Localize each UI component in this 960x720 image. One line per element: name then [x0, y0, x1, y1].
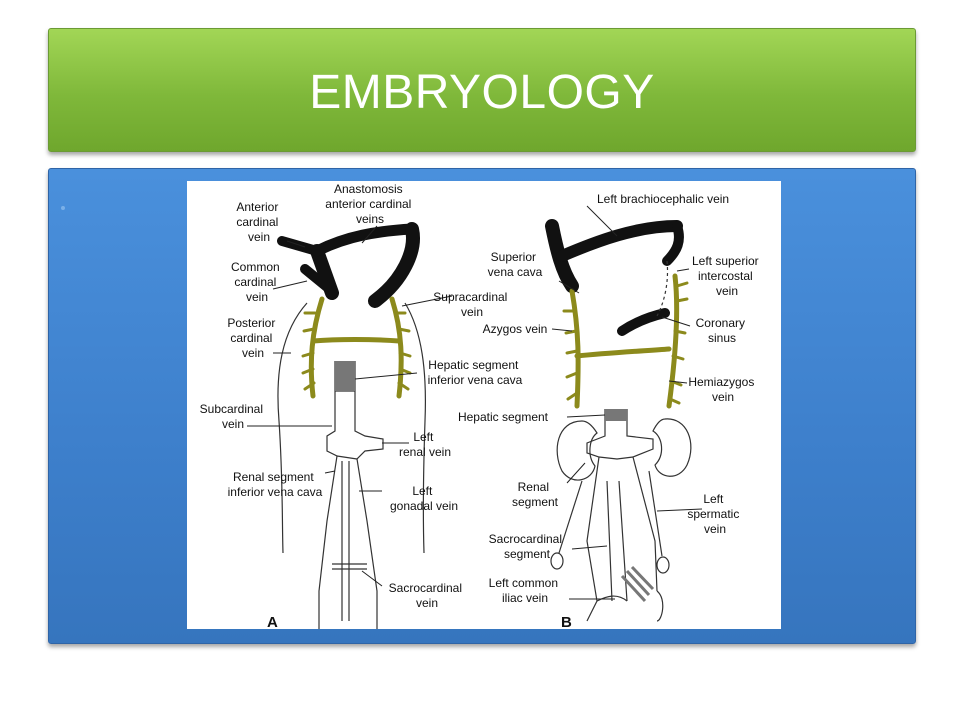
label-left-renal-l2: renal vein: [399, 445, 451, 459]
leader-lines: [247, 205, 703, 600]
label-anastomosis-l2: anterior cardinal: [325, 197, 411, 211]
panel-b-olive-veins: [562, 273, 689, 409]
label-left-spermatic-l1: Left: [703, 492, 724, 506]
label-supracardinal: Supracardinal vein: [433, 290, 510, 319]
label-renal-segment-b-l2: segment: [512, 495, 559, 509]
label-left-brachiocephalic: Left brachiocephalic vein: [597, 192, 729, 206]
label-anastomosis-l1: Anastomosis: [334, 182, 403, 196]
label-sacrocardinal-segment-l1: Sacrocardinal: [489, 532, 562, 546]
label-hemiazygos: Hemiazygos vein: [688, 375, 757, 404]
panel-b-dashed-vein: [656, 260, 669, 317]
iliac-shading: [620, 565, 655, 603]
label-azygos: Azygos vein: [483, 322, 548, 336]
label-hepatic-segment-a: Hepatic segment inferior vena cava: [428, 358, 523, 387]
label-renal-segment-a-l1: Renal segment: [233, 470, 314, 484]
label-lsi-l3: vein: [716, 284, 738, 298]
panel-b-drawing: [550, 409, 692, 622]
label-coronary-sinus-l2: sinus: [708, 331, 736, 345]
label-svc-l2: vena cava: [488, 265, 543, 279]
label-renal-segment-a-l2: inferior vena cava: [228, 485, 323, 499]
label-subcardinal: Subcardinal vein: [200, 402, 267, 431]
label-lsi-l1: Left superior: [692, 254, 759, 268]
label-coronary-sinus: Coronary sinus: [696, 316, 749, 345]
bullet-point: [61, 206, 65, 210]
label-common-cardinal: Common cardinal vein: [231, 260, 283, 304]
label-posterior-cardinal-l1: Posterior: [227, 316, 275, 330]
panel-a-black-veins: [277, 222, 420, 308]
label-left-renal-l1: Left: [413, 430, 434, 444]
label-subcardinal-l2: vein: [222, 417, 244, 431]
slide-title: EMBRYOLOGY: [309, 66, 655, 119]
label-hepatic-segment-b: Hepatic segment: [458, 410, 549, 424]
label-subcardinal-l1: Subcardinal: [200, 402, 263, 416]
label-left-common-iliac: Left common iliac vein: [489, 576, 562, 605]
title-bar: EMBRYOLOGY: [48, 28, 916, 152]
label-common-cardinal-l2: cardinal: [234, 275, 276, 289]
label-sacrocardinal-a: Sacrocardinal vein: [389, 581, 466, 610]
label-hepatic-segment-a-l1: Hepatic segment: [428, 358, 519, 372]
label-superior-vena-cava: Superior vena cava: [488, 250, 543, 279]
label-hepatic-segment-b-l1: Hepatic segment: [458, 410, 549, 424]
label-renal-segment-b-l1: Renal: [518, 480, 549, 494]
label-posterior-cardinal: Posterior cardinal vein: [227, 316, 278, 360]
label-left-common-iliac-l2: iliac vein: [502, 591, 548, 605]
panel-b-letter: B: [561, 614, 572, 629]
label-left-common-iliac-l1: Left common: [489, 576, 558, 590]
panel-a-letter: A: [267, 614, 278, 629]
label-hemiazygos-l2: vein: [712, 390, 734, 404]
label-left-renal: Left renal vein: [399, 430, 451, 459]
label-sacrocardinal-segment: Sacrocardinal segment: [489, 532, 566, 561]
label-anastomosis-l3: veins: [356, 212, 384, 226]
hepatic-segment-shading-a: [335, 361, 355, 391]
label-left-gonadal-l2: gonadal vein: [390, 499, 458, 513]
label-anterior-cardinal-l2: cardinal: [236, 215, 278, 229]
label-left-spermatic-l3: vein: [704, 522, 726, 536]
label-renal-segment-b: Renal segment: [512, 480, 559, 509]
label-hepatic-segment-a-l2: inferior vena cava: [428, 373, 523, 387]
label-supracardinal-l1: Supracardinal: [433, 290, 507, 304]
panel-a-supracardinal-veins: [301, 296, 412, 399]
label-anterior-cardinal: Anterior cardinal vein: [236, 200, 281, 244]
label-common-cardinal-l1: Common: [231, 260, 280, 274]
label-azygos-l1: Azygos vein: [483, 322, 548, 336]
label-svc-l1: Superior: [491, 250, 536, 264]
label-renal-segment-a: Renal segment inferior vena cava: [228, 470, 323, 499]
vein-diagram: Anastomosis anterior cardinal veins Ante…: [200, 182, 762, 629]
label-left-spermatic-l2: spermatic: [687, 507, 739, 521]
embryology-figure: Anastomosis anterior cardinal veins Ante…: [187, 181, 781, 629]
label-sacrocardinal-a-l1: Sacrocardinal: [389, 581, 462, 595]
label-left-gonadal-l1: Left: [412, 484, 433, 498]
label-sacrocardinal-a-l2: vein: [416, 596, 438, 610]
label-sacrocardinal-segment-l2: segment: [504, 547, 551, 561]
label-left-spermatic: Left spermatic vein: [687, 492, 742, 536]
label-posterior-cardinal-l3: vein: [242, 346, 264, 360]
label-left-superior-intercostal: Left superior intercostal vein: [692, 254, 762, 298]
label-lsi-l2: intercostal: [698, 269, 753, 283]
label-supracardinal-l2: vein: [461, 305, 483, 319]
label-coronary-sinus-l1: Coronary: [696, 316, 745, 330]
label-left-brachiocephalic-l1: Left brachiocephalic vein: [597, 192, 729, 206]
label-anterior-cardinal-l3: vein: [248, 230, 270, 244]
label-anastomosis: Anastomosis anterior cardinal veins: [325, 182, 414, 226]
label-hemiazygos-l1: Hemiazygos: [688, 375, 754, 389]
hepatic-segment-shading-b: [605, 409, 627, 421]
label-anterior-cardinal-l1: Anterior: [236, 200, 278, 214]
label-posterior-cardinal-l2: cardinal: [230, 331, 272, 345]
label-left-gonadal: Left gonadal vein: [390, 484, 458, 513]
panel-b-black-veins: [545, 219, 684, 336]
label-common-cardinal-l3: vein: [246, 290, 268, 304]
